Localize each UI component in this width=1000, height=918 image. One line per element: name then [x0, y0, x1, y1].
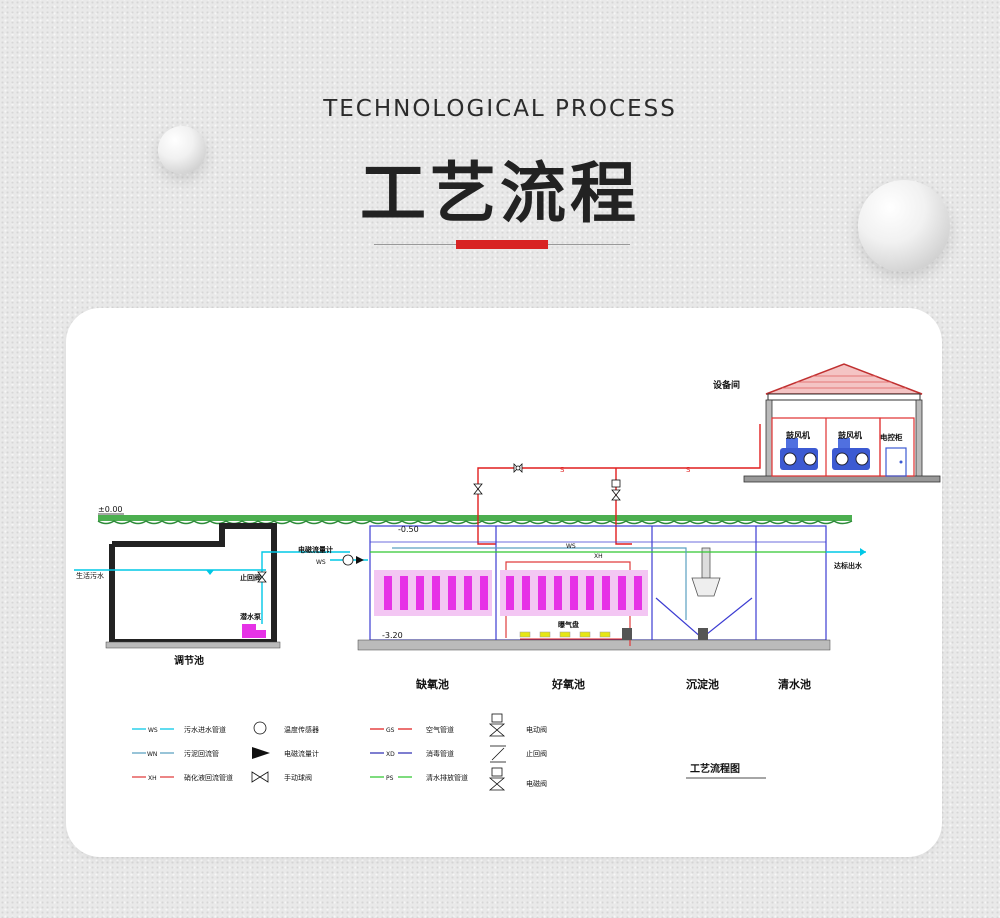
- temperature-sensor-icon: [253, 721, 267, 735]
- check-valve-label: 止回阀: [240, 573, 261, 582]
- legend-label-ws: 污水进水管道: [184, 725, 226, 734]
- legend-label-xd: 消毒管道: [426, 749, 454, 758]
- outlet-label: 达标出水: [834, 561, 863, 570]
- tank-label-settling: 沉淀池: [686, 677, 719, 691]
- legend-label-flowmeter: 电磁流量计: [284, 749, 319, 758]
- flowmeter-icon: [252, 747, 270, 759]
- drawing-title: 工艺流程图: [690, 762, 740, 775]
- decorative-sphere-small: [158, 126, 206, 174]
- bottom-level-label: -3.20: [382, 631, 403, 640]
- legend-code-ws: WS: [148, 727, 158, 734]
- tank-label-regulating: 调节池: [174, 654, 204, 667]
- sludge-pump: [622, 628, 632, 640]
- ball-valve-icon: [513, 463, 523, 473]
- section-subtitle: TECHNOLOGICAL PROCESS: [323, 96, 677, 122]
- svg-text:S: S: [686, 466, 691, 474]
- ground-vegetation: [97, 515, 853, 525]
- legend-code-ps: PS: [386, 775, 394, 782]
- title-accent-bar: [456, 240, 548, 249]
- diagram-card: ±0.00 设备间 鼓风机 鼓风机 电控柜: [66, 308, 942, 857]
- legend-label-xh: 硝化液回流管道: [184, 773, 233, 782]
- legend: WS 污水进水管道 WN 污泥回流管 XH 硝化液回流管道 温度传感器 电磁流量…: [132, 713, 547, 791]
- electric-valve-icon: [488, 713, 506, 737]
- check-valve-icon: [490, 745, 506, 763]
- equipment-house: [743, 363, 941, 483]
- legend-label-temperature: 温度传感器: [284, 725, 319, 734]
- anoxic-mixers: [374, 570, 492, 616]
- pump-label: 潜水泵: [240, 612, 261, 621]
- ws-lift-pipe: [261, 551, 350, 624]
- svg-text:S: S: [560, 466, 565, 474]
- decorative-sphere-large: [858, 180, 950, 272]
- legend-label-gs: 空气管道: [426, 725, 454, 734]
- ws-tag: WS: [316, 559, 326, 566]
- legend-label-check-valve: 止回阀: [526, 749, 547, 758]
- legend-code-wn: WN: [147, 751, 157, 758]
- check-valve-icon: [257, 571, 267, 583]
- control-cabinet-label: 电控柜: [880, 432, 903, 442]
- electric-valve-icon: [611, 479, 621, 501]
- legend-label-wn: 污泥回流管: [184, 749, 219, 758]
- equipment-house-label: 设备间: [713, 379, 740, 391]
- treatment-basin: [357, 525, 831, 651]
- aerobic-media: [500, 570, 648, 616]
- legend-label-ball-valve: 手动球阀: [284, 773, 312, 782]
- aeration-diffusers: [519, 631, 611, 638]
- ball-valve-icon: [251, 771, 269, 783]
- return-tag-xh: XH: [594, 553, 603, 560]
- tank-label-anoxic: 缺氧池: [415, 677, 449, 691]
- wn-return-pipe: [392, 547, 687, 620]
- aeration-label: 曝气盘: [558, 620, 579, 629]
- legend-code-xh: XH: [148, 775, 157, 782]
- return-tag-ws: WS: [566, 543, 576, 550]
- legend-code-gs: GS: [386, 727, 395, 734]
- water-level-1: -0.50: [398, 525, 419, 534]
- legend-label-solenoid-valve: 电磁阀: [526, 779, 547, 788]
- regulating-tank: [105, 523, 281, 649]
- legend-code-xd: XD: [386, 751, 395, 758]
- legend-label-electric-valve: 电动阀: [526, 725, 547, 734]
- tank-label-aerobic: 好氧池: [551, 677, 585, 691]
- legend-label-ps: 清水排放管道: [426, 773, 468, 782]
- process-flow-diagram: ±0.00 设备间 鼓风机 鼓风机 电控柜: [74, 363, 941, 791]
- flowmeter-label: 电磁流量计: [298, 545, 333, 554]
- solenoid-valve-icon: [488, 767, 506, 791]
- tank-label-clear-water: 清水池: [778, 677, 811, 691]
- ground-level-label: ±0.00: [98, 505, 123, 514]
- settling-sludge-pump: [698, 628, 708, 640]
- flowmeter-icon: [342, 554, 364, 566]
- ball-valve-icon: [473, 483, 483, 495]
- submersible-pump: [242, 624, 256, 638]
- section-title: 工艺流程: [360, 155, 640, 232]
- inlet-label: 生活污水: [76, 571, 104, 580]
- blower-1-label: 鼓风机: [786, 430, 810, 440]
- blower-2-label: 鼓风机: [838, 430, 862, 440]
